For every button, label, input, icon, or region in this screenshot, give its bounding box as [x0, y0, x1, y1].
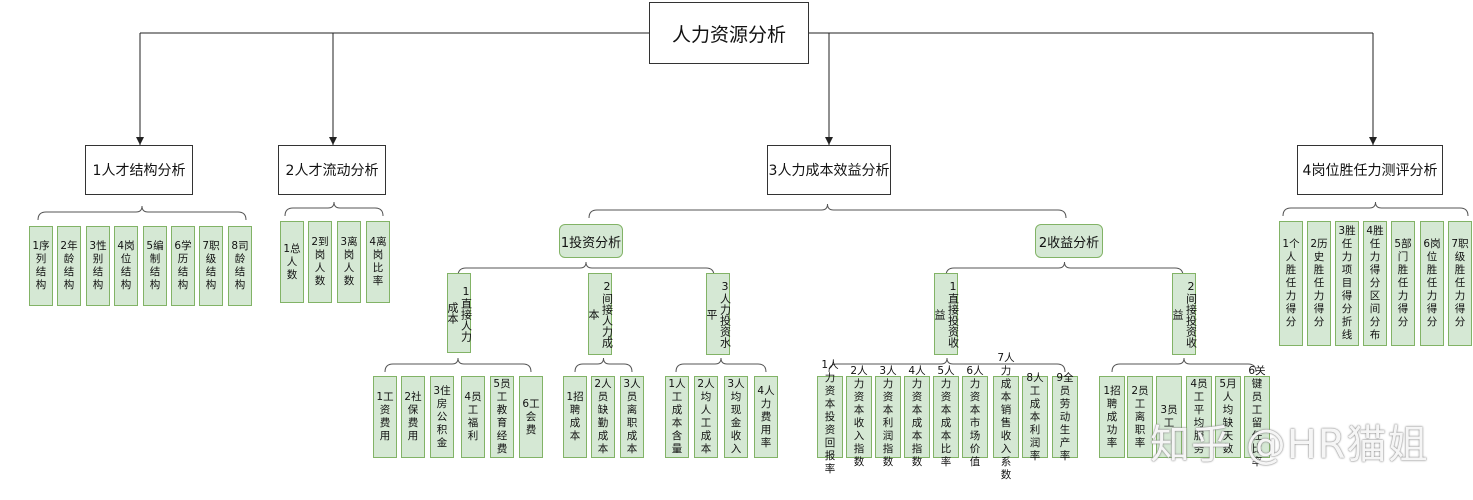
leaf-talent-structure: 1序列结构 [29, 226, 53, 306]
leaf-competency: 5部门胜任力得分 [1391, 221, 1415, 346]
leaf-investment: 4人力费用率 [754, 376, 778, 458]
subgroup-investment: 1直接人力成本 [446, 273, 473, 353]
branch-competency: 4岗位胜任力测评分析 [1297, 145, 1443, 195]
subgroup-return: 2间接投资收益 [1171, 273, 1198, 355]
leaf-investment: 2人均人工成本 [694, 376, 718, 458]
leaf-return: 6人力资本市场价值 [962, 365, 988, 468]
subgroup-investment: 3人力投资水平 [705, 273, 732, 355]
subgroup-investment: 2间接人力成本 [587, 273, 614, 355]
branch-talent-structure: 1人才结构分析 [85, 145, 193, 195]
leaf-competency: 2历史胜任力得分 [1307, 221, 1331, 346]
leaf-competency: 6岗位胜任力得分 [1420, 221, 1444, 346]
leaf-investment: 1人工成本含量 [665, 376, 689, 458]
leaf-competency: 1个人胜任力得分 [1279, 221, 1303, 346]
leaf-investment: 1工资费用 [373, 376, 397, 458]
leaf-competency: 4胜任力得分区间分布 [1363, 221, 1387, 346]
subgroup-return: 1直接投资收益 [933, 273, 960, 355]
branch-talent-flow: 2人才流动分析 [278, 145, 386, 195]
leaf-talent-structure: 4岗位结构 [114, 226, 138, 306]
watermark: 知乎 @HR猫姐 [1150, 422, 1429, 468]
leaf-return: 1人力资本投资回报率 [817, 359, 843, 475]
leaf-talent-structure: 8司龄结构 [228, 226, 252, 306]
leaf-talent-flow: 3离岗人数 [337, 221, 361, 303]
leaf-competency: 3胜任力项目得分折线 [1335, 221, 1359, 346]
leaf-talent-flow: 4离岗比率 [366, 221, 390, 303]
leaf-return: 5人力资本成本比率 [933, 365, 959, 468]
leaf-return: 4员工平均服务 [1186, 376, 1212, 458]
leaf-talent-flow: 2到岗人数 [308, 221, 332, 303]
leaf-return: 8人工成本利润率 [1022, 372, 1048, 462]
leaf-return: 2人力资本收入指数 [846, 365, 872, 468]
leaf-investment: 3人员离职成本 [620, 376, 644, 458]
leaf-investment: 4员工福利 [461, 376, 485, 458]
leaf-talent-structure: 3性别结构 [86, 226, 110, 306]
leaf-investment: 6工会费 [519, 376, 543, 458]
leaf-return: 1招聘成功率 [1099, 376, 1125, 458]
leaf-competency: 7职级胜任力得分 [1448, 221, 1472, 346]
leaf-talent-structure: 7职级结构 [199, 226, 223, 306]
leaf-investment: 2人员缺勤成本 [591, 376, 615, 458]
branch-cost-benefit: 3人力成本效益分析 [767, 145, 891, 195]
leaf-return: 7人力成本销售收入系数 [993, 352, 1019, 481]
leaf-return: 3员工 [1156, 376, 1182, 458]
leaf-talent-flow: 1总人数 [280, 221, 304, 303]
leaf-return: 5月人均缺天数 [1215, 376, 1241, 458]
leaf-talent-structure: 2年龄结构 [57, 226, 81, 306]
leaf-return: 2员工离职率 [1127, 376, 1153, 458]
leaf-talent-structure: 6学历结构 [171, 226, 195, 306]
leaf-investment: 3人均现金收入 [724, 376, 748, 458]
group-investment: 1投资分析 [559, 224, 623, 258]
leaf-return: 9全员劳动生产率 [1052, 372, 1078, 462]
leaf-talent-structure: 5编制结构 [143, 226, 167, 306]
group-return: 2收益分析 [1035, 224, 1103, 258]
leaf-investment: 2社保费用 [401, 376, 425, 458]
leaf-investment: 3住房公积金 [430, 376, 454, 458]
leaf-investment: 5员工教育经费 [490, 376, 514, 458]
root-node: 人力资源分析 [649, 2, 809, 64]
leaf-return: 4人力资本成本指数 [904, 365, 930, 468]
leaf-investment: 1招聘成本 [563, 376, 587, 458]
leaf-return: 3人力资本利润指数 [875, 365, 901, 468]
